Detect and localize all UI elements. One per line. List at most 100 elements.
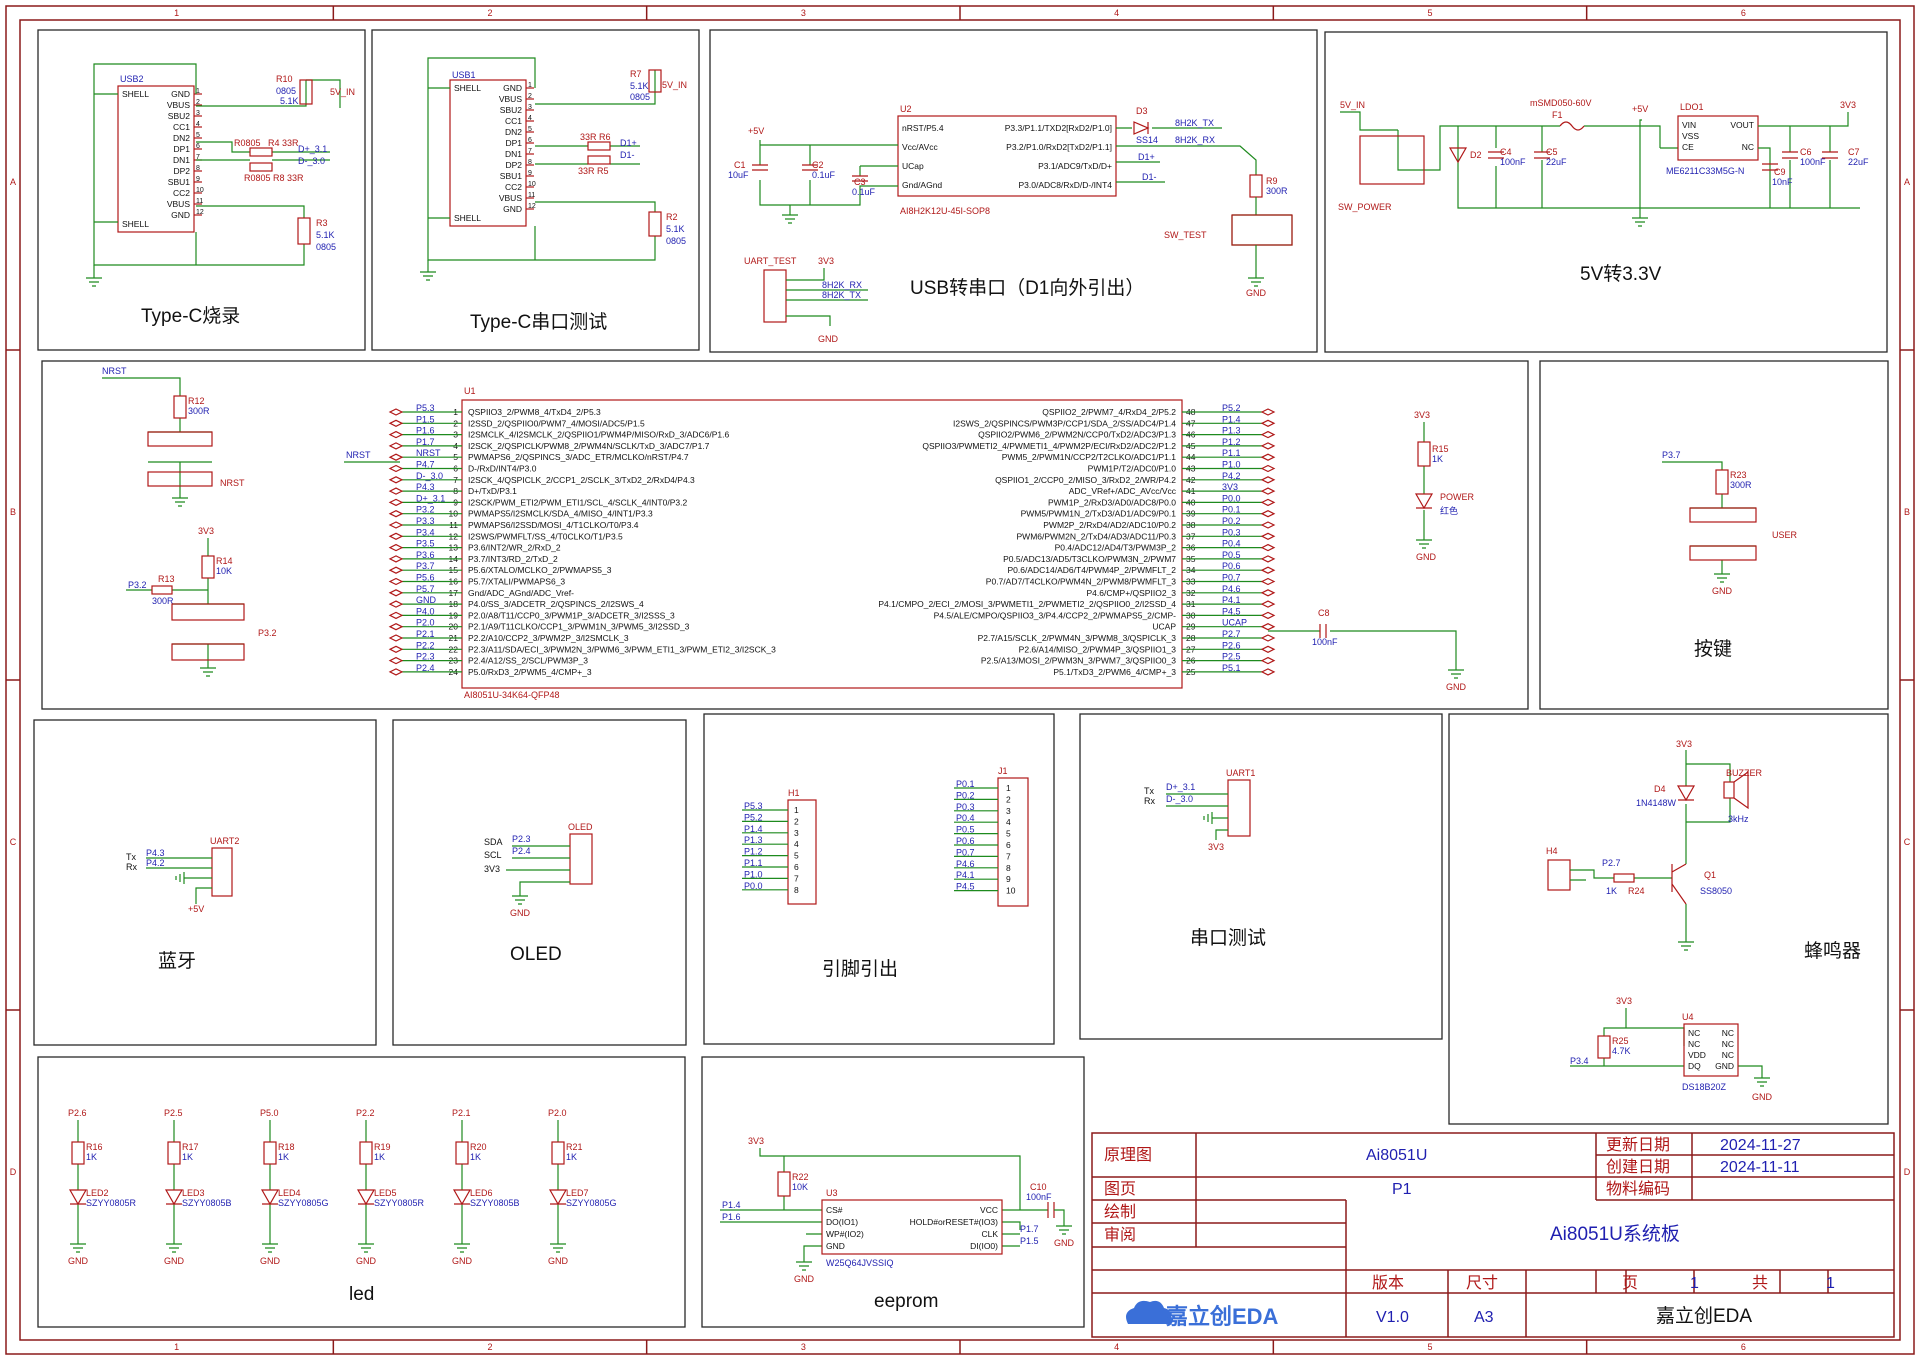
mcu-net-flag bbox=[388, 498, 404, 507]
usb1-cc2-wire bbox=[535, 201, 656, 261]
usb-pin-number: 1 bbox=[196, 88, 200, 95]
mcu-left-pin: P2.2/A10/CCP2_3/PWM2P_3/I2SMCLK_3 bbox=[468, 633, 629, 643]
usb-pin-number: 6 bbox=[196, 143, 200, 150]
usb-pin-name: VBUS bbox=[167, 100, 190, 110]
u2-ref: U2 bbox=[900, 104, 912, 114]
mcu-r12 bbox=[173, 395, 187, 419]
led-diode bbox=[164, 1189, 184, 1206]
mcu-right-net: P2.6 bbox=[1222, 640, 1241, 650]
keys-gnd bbox=[1714, 573, 1730, 583]
usb-pin-name: GND bbox=[503, 204, 522, 214]
ldo-left-pin: VSS bbox=[1682, 131, 1699, 141]
led-gnd-label: GND bbox=[548, 1256, 569, 1266]
u2-c3: C3 bbox=[854, 177, 866, 187]
mcu-net-flag bbox=[388, 566, 404, 574]
mcu-net-flag bbox=[388, 430, 404, 439]
usb1-r2 bbox=[648, 211, 662, 237]
led-gnd-label: GND bbox=[356, 1256, 377, 1266]
usb-pin-number: 2 bbox=[196, 99, 200, 106]
usb-pin-number: 9 bbox=[528, 170, 532, 177]
mcu-net-flag bbox=[388, 521, 404, 529]
h1-pin-number: 6 bbox=[794, 862, 799, 872]
u2-net-tx: 8H2K_TX bbox=[1175, 118, 1214, 128]
usb2-r3-val: 5.1K bbox=[316, 230, 335, 240]
usb2-body bbox=[117, 85, 195, 233]
mcu-net-flag bbox=[1260, 532, 1276, 540]
title-block-frame bbox=[1091, 1132, 1895, 1338]
mcu-right-pin: ADC_VRef+/ADC_AVcc/Vcc bbox=[1069, 486, 1177, 496]
usb-pin-name: GND bbox=[171, 89, 190, 99]
keys-sw-top bbox=[1689, 507, 1757, 523]
box-oled bbox=[392, 719, 687, 1046]
eeprom-gnd bbox=[796, 1261, 812, 1271]
led-gnd-label: GND bbox=[164, 1256, 185, 1266]
serial-net1: D+_3.1 bbox=[1166, 782, 1195, 792]
led-part: SZYY0805B bbox=[470, 1198, 520, 1208]
mcu-net-flag bbox=[1260, 498, 1276, 507]
bt-net1: P4.3 bbox=[146, 848, 165, 858]
power-c5v: 22uF bbox=[1546, 157, 1567, 167]
oled-connector bbox=[569, 833, 593, 885]
led-resistor bbox=[359, 1141, 373, 1165]
led-ref: LED3 bbox=[182, 1188, 205, 1198]
pinout-j1-ref: J1 bbox=[998, 766, 1008, 776]
pinout-h1-ref: H1 bbox=[788, 788, 800, 798]
led-net: P2.6 bbox=[68, 1108, 87, 1118]
oled-net2: P2.4 bbox=[512, 846, 531, 856]
frame-col-bottom: 2 bbox=[487, 1342, 492, 1352]
mcu-net-flag bbox=[388, 532, 404, 540]
tb-created-label: 创建日期 bbox=[1606, 1158, 1670, 1176]
oled-ref: OLED bbox=[568, 822, 593, 832]
power-fuse-part: mSMD050-60V bbox=[1530, 98, 1592, 108]
u2-sw-gnd bbox=[1248, 245, 1264, 287]
keys-r23-val: 300R bbox=[1730, 480, 1752, 490]
power-fuse-ref: F1 bbox=[1552, 110, 1563, 120]
mcu-right-net: P0.5 bbox=[1222, 550, 1241, 560]
mcu-net-flag bbox=[1260, 521, 1276, 529]
buzzer-r24 bbox=[1613, 873, 1635, 883]
mcu-left-pin: P3.6/INT2/WR_2/RxD_2 bbox=[468, 543, 561, 553]
mcu-right-net: P1.0 bbox=[1222, 460, 1241, 470]
h1-net: P5.3 bbox=[744, 801, 763, 811]
ds-right-pin: GND bbox=[1715, 1061, 1734, 1071]
mcu-nrst-sw-top bbox=[147, 431, 213, 447]
keys-block: P3.7 R23 300R USER GND bbox=[1662, 450, 1798, 596]
led-gnd bbox=[70, 1243, 86, 1253]
eeprom-right-pin: CLK bbox=[981, 1229, 998, 1239]
oled-block: OLED SDA SCL 3V3 P2.3 P2.4 GND bbox=[484, 822, 593, 918]
mcu-net-flag bbox=[388, 600, 404, 608]
usb-shell-top: SHELL bbox=[122, 89, 149, 99]
mcu-left-net: P3.2 bbox=[416, 505, 435, 515]
u2-power-wires bbox=[759, 140, 898, 206]
mcu-net-flag bbox=[388, 408, 404, 416]
mcu-net-flag bbox=[388, 668, 404, 676]
u2-net-dp: D1+ bbox=[1138, 152, 1155, 162]
box-keys bbox=[1539, 360, 1889, 710]
led-resistor bbox=[71, 1141, 85, 1165]
mcu-right-pin: QSPIIO2_2/PWM7_4/RxD4_2/P5.2 bbox=[1042, 407, 1176, 417]
mcu-p32-sw-bottom bbox=[171, 643, 245, 661]
usb-pin-number: 10 bbox=[196, 187, 204, 194]
mcu-net-flag bbox=[1260, 430, 1276, 439]
eeprom-wires bbox=[720, 1148, 1048, 1262]
mcu-body bbox=[461, 399, 1183, 689]
led-resistor-ref: R20 bbox=[470, 1142, 487, 1152]
frame-col-bottom: 4 bbox=[1114, 1342, 1119, 1352]
usb-pin-number: 8 bbox=[196, 165, 200, 172]
box-mcu bbox=[41, 360, 1529, 710]
mcu-left-pin: P2.3/A11/SDA/ECI_3/PWM2N_3/PWM6_3/PWM_ET… bbox=[468, 644, 776, 654]
u2-d3-val: SS14 bbox=[1136, 135, 1158, 145]
mcu-net-flag bbox=[1260, 634, 1276, 642]
frame-col-top: 5 bbox=[1427, 8, 1432, 18]
mcu-right-net: P4.2 bbox=[1222, 471, 1241, 481]
mcu-right-pin: P2.5/A13/MOSI_2/PWM3N_3/PWM7_3/QSPIIO0_3 bbox=[981, 656, 1176, 666]
ds-left-pin: VDD bbox=[1688, 1050, 1706, 1060]
box-usb-uart bbox=[709, 29, 1318, 353]
mcu-right-pin: P5.1/TxD3_2/PWM6_4/CMP+_3 bbox=[1053, 667, 1176, 677]
usb2-r3 bbox=[297, 217, 311, 245]
usb-pin-number: 12 bbox=[196, 209, 204, 216]
mcu-net-flag bbox=[388, 487, 404, 495]
